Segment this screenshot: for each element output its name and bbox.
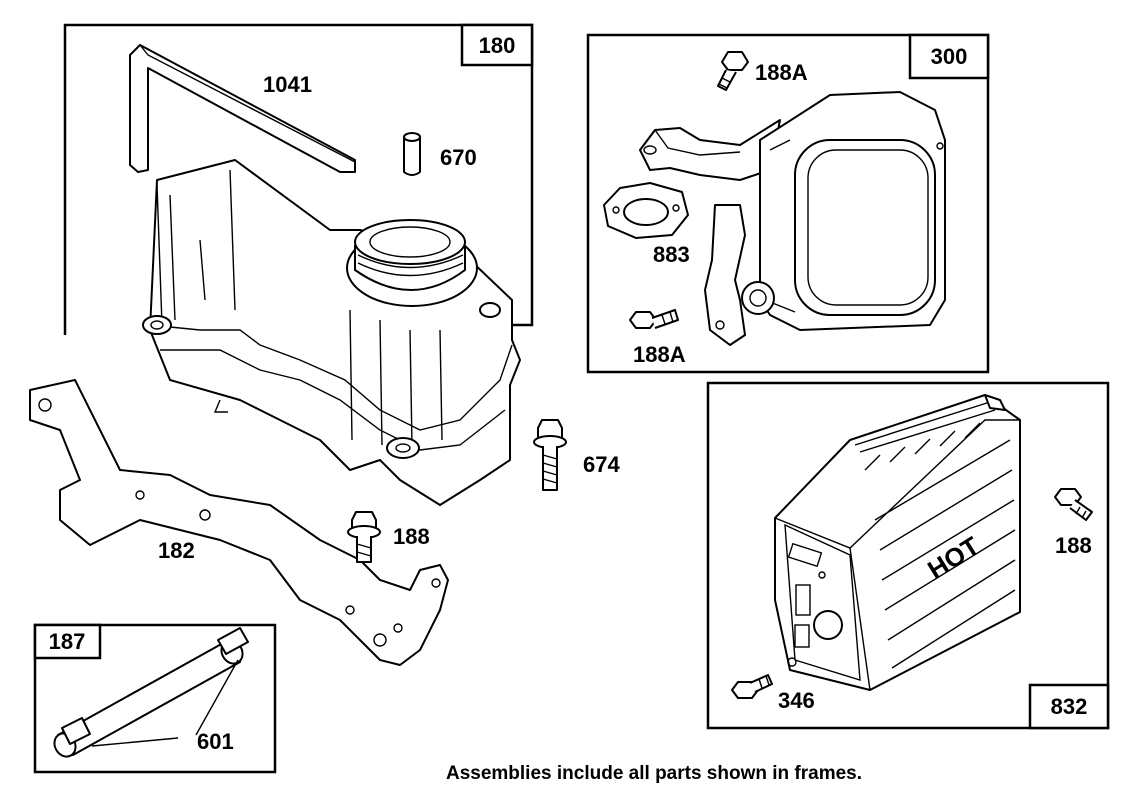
label-346: 346: [778, 688, 815, 713]
frame-832-id: 832: [1051, 694, 1088, 719]
frame-180: 180: [63, 23, 534, 335]
frame-180-id: 180: [479, 33, 516, 58]
bolt-188-left-drawing: [347, 511, 381, 563]
bolt-674-drawing: [533, 419, 567, 491]
frame-832: 832: [706, 381, 1110, 730]
screw-346-drawing: [731, 674, 773, 699]
screw-188-right-drawing: [1054, 488, 1093, 521]
frame-187-id: 187: [49, 629, 86, 654]
frame-300: 300: [586, 33, 990, 374]
label-188a-bottom: 188A: [633, 342, 686, 367]
fuel-tank-drawing: [142, 159, 521, 506]
label-601: 601: [197, 729, 234, 754]
heat-shield-drawing: HOT: [774, 394, 1021, 691]
label-883: 883: [653, 242, 690, 267]
label-674: 674: [583, 452, 620, 477]
label-188-left: 188: [393, 524, 430, 549]
spacer-670-drawing: [403, 132, 421, 176]
leader-601-a: [91, 737, 179, 747]
footnote: Assemblies include all parts shown in fr…: [446, 763, 862, 784]
screw-188a-bottom-drawing: [629, 309, 679, 329]
gasket-883-drawing: [603, 182, 689, 239]
frame-300-id: 300: [931, 44, 968, 69]
leader-601-b: [195, 659, 239, 736]
bracket-182-drawing: [29, 379, 449, 666]
muffler-drawing: [639, 91, 946, 346]
hose-187-drawing: [53, 627, 249, 758]
label-188-right: 188: [1055, 533, 1092, 558]
label-188a-top: 188A: [755, 60, 808, 85]
frame-187: 187: [33, 623, 277, 774]
screw-188a-top-drawing: [717, 51, 749, 91]
rod-1041-drawing: [129, 44, 356, 173]
label-670: 670: [440, 145, 477, 170]
label-182: 182: [158, 538, 195, 563]
label-1041: 1041: [263, 72, 312, 97]
